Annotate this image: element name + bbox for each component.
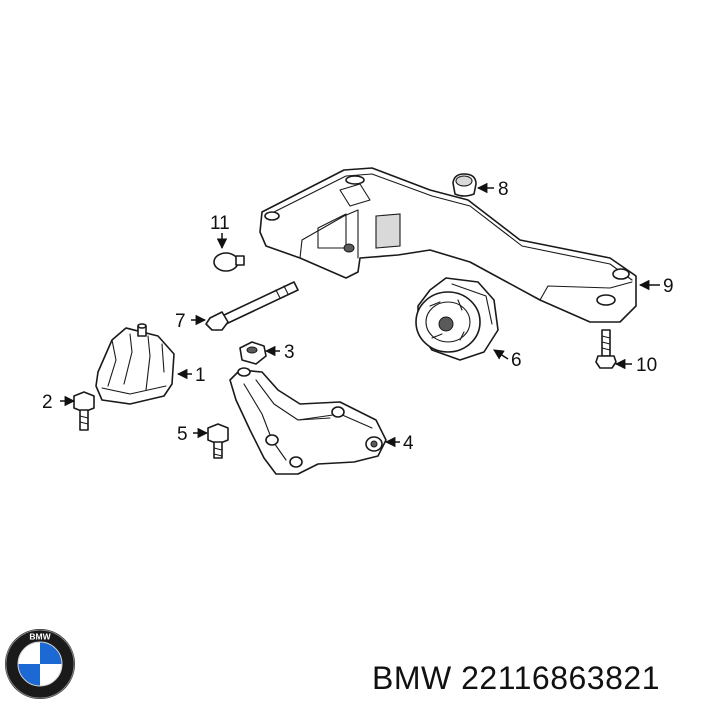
- bmw-roundel-logo-icon: BMW: [5, 629, 75, 699]
- callout-numbers: 1 2 3 4 5 6 7 8 9 10 11: [42, 179, 674, 454]
- callout-5: 5: [177, 424, 188, 445]
- callout-3: 3: [284, 342, 295, 363]
- crossmember-part: [259, 167, 637, 323]
- bolt-2-part: [73, 391, 95, 431]
- callout-1: 1: [195, 365, 206, 386]
- callout-2: 2: [42, 392, 53, 413]
- nut-3-part: [239, 341, 267, 365]
- rubber-stop-part: [452, 173, 477, 197]
- bolt-10-part: [595, 329, 617, 369]
- bracket-4-part: [229, 367, 387, 475]
- callout-11: 11: [210, 213, 230, 234]
- callout-8: 8: [498, 179, 509, 200]
- leader-lines: [60, 182, 660, 448]
- callout-10: 10: [636, 355, 657, 376]
- logo-text: BMW: [29, 632, 51, 642]
- callout-6: 6: [511, 350, 522, 371]
- transmission-mount-part: [415, 277, 499, 361]
- callout-4: 4: [403, 433, 414, 454]
- long-bolt-7-part: [205, 281, 299, 331]
- brand-name: BMW: [372, 660, 452, 696]
- engine-mount-part: [95, 323, 175, 405]
- part-number: 22116863821: [461, 660, 660, 696]
- callout-7: 7: [175, 311, 186, 332]
- part-caption: BMW 22116863821: [372, 660, 712, 710]
- buffer-11-part: [213, 252, 245, 272]
- callout-9: 9: [663, 276, 674, 297]
- bolt-5-part: [207, 423, 229, 459]
